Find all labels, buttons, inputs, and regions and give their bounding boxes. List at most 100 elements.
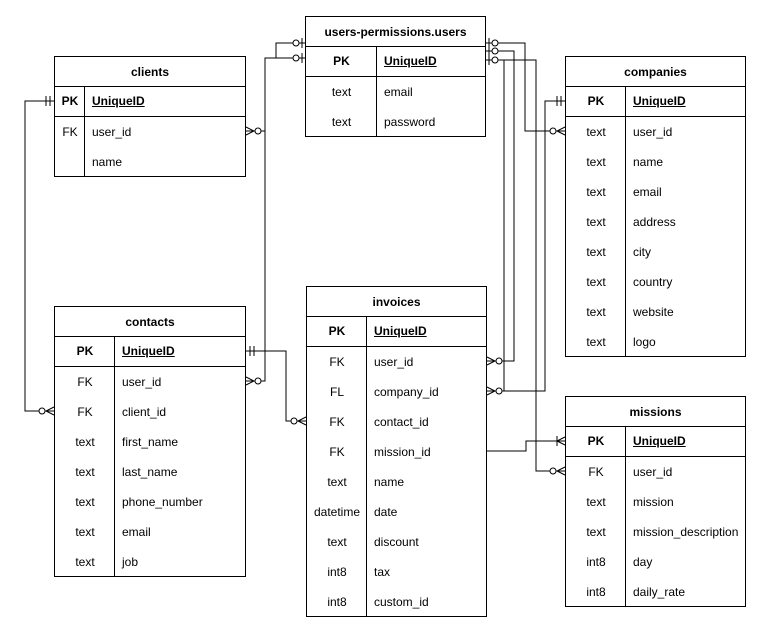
crows-foot-marker bbox=[555, 126, 566, 136]
field-row[interactable]: text mission_description bbox=[566, 517, 745, 547]
zero-marker bbox=[495, 357, 503, 365]
field-name: mission bbox=[633, 495, 674, 509]
primary-key-row[interactable]: PK UniqueID bbox=[306, 47, 485, 77]
field-type: text bbox=[586, 305, 606, 319]
entity-title: companies bbox=[566, 57, 745, 87]
field-row[interactable]: text user_id bbox=[566, 117, 745, 147]
field-type: int8 bbox=[586, 585, 606, 599]
field-row[interactable]: text address bbox=[566, 207, 745, 237]
field-type: text bbox=[586, 215, 606, 229]
field-row[interactable]: FK user_id bbox=[307, 347, 486, 377]
one-to-many-marker bbox=[555, 436, 566, 446]
crows-foot-marker bbox=[486, 356, 497, 366]
edge-companies-invoices bbox=[487, 100, 565, 392]
edge-users-invoices bbox=[486, 50, 515, 362]
field-type: FK bbox=[77, 375, 93, 389]
field-name: user_id bbox=[633, 125, 673, 139]
zero-marker bbox=[549, 467, 557, 475]
field-type: text bbox=[586, 155, 606, 169]
field-type: text bbox=[586, 185, 606, 199]
entity-title: invoices bbox=[307, 287, 486, 317]
zero-marker bbox=[254, 127, 262, 135]
field-name: user_id bbox=[374, 355, 414, 369]
field-type: text bbox=[586, 525, 606, 539]
field-name: mission_description bbox=[633, 525, 739, 539]
column-divider bbox=[366, 317, 367, 616]
field-type: text bbox=[586, 495, 606, 509]
field-type: text bbox=[75, 435, 95, 449]
field-name: phone_number bbox=[122, 495, 203, 509]
field-row[interactable]: text email bbox=[566, 177, 745, 207]
field-name: address bbox=[633, 215, 676, 229]
field-row[interactable]: text email bbox=[306, 77, 485, 107]
field-name: password bbox=[384, 115, 436, 129]
edge-contacts-invoices bbox=[246, 350, 306, 422]
one-mandatory-marker bbox=[249, 346, 255, 356]
field-name: client_id bbox=[122, 405, 167, 419]
field-type: text bbox=[331, 85, 352, 99]
field-name: UniqueID bbox=[384, 54, 437, 68]
field-name: user_id bbox=[92, 125, 132, 139]
field-name: name bbox=[374, 475, 405, 489]
field-type: FL bbox=[329, 385, 344, 399]
field-row[interactable]: FK mission_id bbox=[307, 437, 486, 467]
field-row[interactable]: FL company_id bbox=[307, 377, 486, 407]
field-type: PK bbox=[333, 54, 350, 68]
field-type: FK bbox=[329, 355, 345, 369]
field-name: day bbox=[633, 555, 653, 569]
field-row[interactable]: FK client_id bbox=[55, 397, 245, 427]
field-type: text bbox=[75, 465, 95, 479]
column-divider bbox=[376, 47, 377, 136]
field-name: job bbox=[122, 555, 139, 569]
field-type: text bbox=[331, 115, 352, 129]
field-row[interactable]: text password bbox=[306, 107, 485, 137]
field-name: email bbox=[384, 85, 413, 99]
field-row[interactable]: text logo bbox=[566, 327, 745, 357]
column-divider bbox=[84, 87, 85, 176]
field-name: logo bbox=[633, 335, 656, 349]
field-name: UniqueID bbox=[122, 344, 175, 358]
field-name: mission_id bbox=[374, 445, 431, 459]
field-type: FK bbox=[77, 405, 93, 419]
one-mandatory-marker bbox=[556, 96, 562, 106]
field-row[interactable]: name bbox=[55, 147, 245, 177]
field-row[interactable]: text mission bbox=[566, 487, 745, 517]
field-type: text bbox=[586, 125, 606, 139]
field-type: FK bbox=[329, 415, 345, 429]
field-type: FK bbox=[329, 445, 345, 459]
field-type: text bbox=[586, 335, 606, 349]
field-name: email bbox=[633, 185, 662, 199]
field-name: company_id bbox=[374, 385, 439, 399]
